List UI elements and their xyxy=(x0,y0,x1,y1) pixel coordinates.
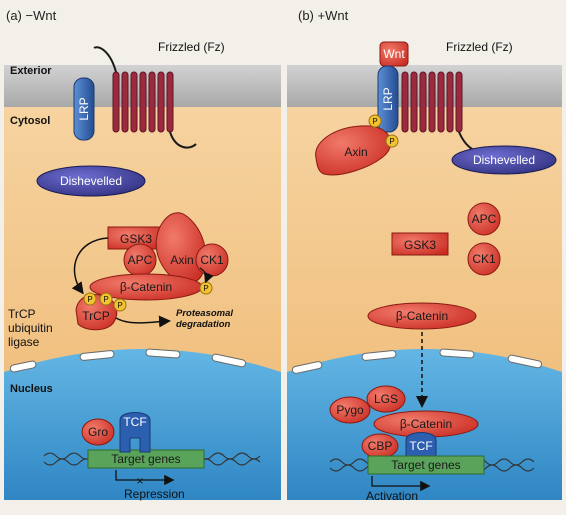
apc-label-b: APC xyxy=(472,212,497,226)
nuclear-envelope-a xyxy=(9,348,247,373)
trcp-label-a: TrCP xyxy=(82,309,110,323)
repression-x-icon: × xyxy=(136,474,143,488)
nucleus-label-a: Nucleus xyxy=(10,383,53,395)
apc-b xyxy=(467,202,501,236)
ligase-label-3: ligase xyxy=(8,335,40,349)
tcf-b xyxy=(405,432,437,457)
phosphate-group-a: P P P xyxy=(83,292,127,312)
exterior-label-a: Exterior xyxy=(10,65,52,77)
target-genes-label-b: Target genes xyxy=(391,458,460,472)
panel-b-title: (b) +Wnt xyxy=(298,8,349,23)
lgs xyxy=(366,385,406,413)
dishevelled-a xyxy=(36,165,146,197)
ligase-label-1: TrCP xyxy=(8,307,36,321)
beta-catenin-b xyxy=(367,302,477,330)
panel-b: Wnt LRP Frizzled (Fz) Axin P P Dishevell… xyxy=(287,40,562,503)
tcf-label-b: TCF xyxy=(409,439,432,453)
target-genes-b xyxy=(367,455,485,475)
ck1-b xyxy=(467,242,501,276)
gsk3-b xyxy=(391,232,449,256)
activation-label: Activation xyxy=(366,489,418,503)
pygo-label: Pygo xyxy=(336,403,364,417)
frizzled-c-terminus-a xyxy=(169,131,197,149)
tcf-a xyxy=(119,412,151,453)
panel-a-title: (a) −Wnt xyxy=(6,8,57,23)
tcf-label-a: TCF xyxy=(123,415,146,429)
ck1-label-b: CK1 xyxy=(472,252,496,266)
phosphate-label: P xyxy=(372,117,377,126)
gro-label-a: Gro xyxy=(88,425,108,439)
lrp-label-b: LRP xyxy=(381,87,395,110)
beta-catenin-label-b: β-Catenin xyxy=(396,309,448,323)
phosphate-label: P xyxy=(117,301,122,310)
phosphate-label: P xyxy=(103,295,108,304)
repression-arrow xyxy=(115,470,175,486)
nuclear-envelope-b xyxy=(291,348,543,374)
phosphate-label: P xyxy=(87,295,92,304)
lgs-label: LGS xyxy=(374,392,398,406)
ck1-label-a: CK1 xyxy=(200,253,224,267)
beta-catenin-nuclear-label: β-Catenin xyxy=(400,417,452,431)
phosphate-label: P xyxy=(203,284,208,293)
repression-label: Repression xyxy=(124,487,185,501)
proteasomal-label-2: degradation xyxy=(176,319,231,330)
gsk3-label-a: GSK3 xyxy=(120,232,152,246)
target-genes-label-a: Target genes xyxy=(111,452,180,466)
ligase-label-2: ubiquitin xyxy=(8,321,53,335)
axin-b xyxy=(315,125,392,176)
frizzled-label-b: Frizzled (Fz) xyxy=(446,40,513,54)
cytosol-label-a: Cytosol xyxy=(10,115,50,127)
phosphate-group-b: P P xyxy=(368,114,399,148)
apc-label-a: APC xyxy=(128,253,153,267)
gsk3-to-trcp-arrow xyxy=(71,237,109,295)
frizzled-receptor-b xyxy=(401,71,463,133)
lrp-receptor-a xyxy=(73,77,95,141)
axin-label-b: Axin xyxy=(344,145,367,159)
frizzled-receptor-a xyxy=(112,71,174,133)
cbp-label: CBP xyxy=(368,439,393,453)
frizzled-label-a: Frizzled (Fz) xyxy=(158,40,225,54)
ck1-phospho-arrow xyxy=(199,267,214,284)
beta-catenin-label-a: β-Catenin xyxy=(120,280,172,294)
gro-a xyxy=(81,418,115,446)
frizzled-n-terminus-a xyxy=(93,46,117,73)
degradation-arrow xyxy=(115,315,171,328)
proteasomal-label-1: Proteasomal xyxy=(176,308,233,319)
dishevelled-label-a: Dishevelled xyxy=(60,174,122,188)
wnt-ligand xyxy=(379,41,409,67)
panel-a: Exterior Cytosol Nucleus LRP Frizzled (F… xyxy=(4,40,281,501)
wnt-label: Wnt xyxy=(383,47,405,61)
pygo xyxy=(329,396,371,424)
phosphate-label: P xyxy=(389,137,394,146)
gsk3-label-b: GSK3 xyxy=(404,238,436,252)
dishevelled-b xyxy=(451,145,557,175)
activation-arrow xyxy=(371,476,431,492)
dishevelled-label-b: Dishevelled xyxy=(473,153,535,167)
axin-label-a: Axin xyxy=(170,253,193,267)
lrp-receptor-b xyxy=(377,65,399,133)
lrp-label-a: LRP xyxy=(77,97,91,120)
